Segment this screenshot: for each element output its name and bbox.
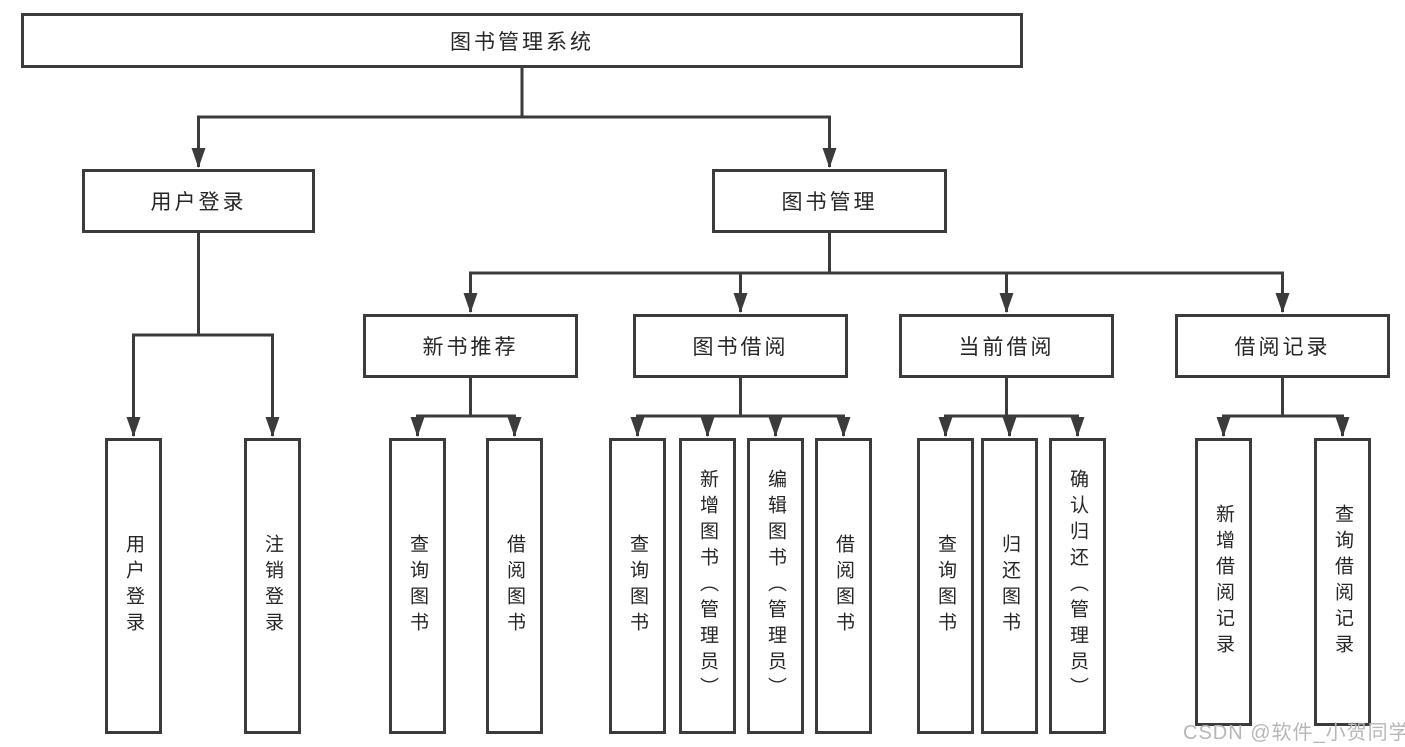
node-leaf-query-borrow-record: 查询借阅记录 [1314, 438, 1371, 726]
node-leaf-query-books-current: 查询图书 [917, 438, 974, 734]
node-book-borrowing: 图书借阅 [633, 314, 848, 378]
node-leaf-borrow-books-recommend: 借阅图书 [486, 438, 543, 734]
node-new-book-recommend: 新书推荐 [363, 314, 578, 378]
node-leaf-user-login: 用户登录 [105, 438, 162, 734]
node-leaf-add-borrow-record: 新增借阅记录 [1195, 438, 1252, 726]
node-leaf-query-books-recommend: 查询图书 [389, 438, 446, 734]
node-leaf-confirm-return-admin: 确认归还（管理员） [1049, 438, 1106, 734]
node-leaf-edit-books-admin: 编辑图书（管理员） [747, 438, 804, 734]
node-leaf-return-books: 归还图书 [981, 438, 1038, 734]
node-leaf-add-books-admin: 新增图书（管理员） [679, 438, 736, 734]
node-library-management-system: 图书管理系统 [21, 13, 1023, 68]
node-borrow-records: 借阅记录 [1175, 314, 1390, 378]
node-book-management: 图书管理 [712, 169, 947, 233]
node-leaf-logout: 注销登录 [244, 438, 301, 734]
node-leaf-borrow-books-borrowing: 借阅图书 [815, 438, 872, 734]
node-current-borrowing: 当前借阅 [899, 314, 1114, 378]
node-leaf-query-books-borrowing: 查询图书 [609, 438, 666, 734]
node-user-login: 用户登录 [82, 169, 315, 233]
csdn-watermark: CSDN @软件_小贺同学 [1183, 722, 1405, 744]
